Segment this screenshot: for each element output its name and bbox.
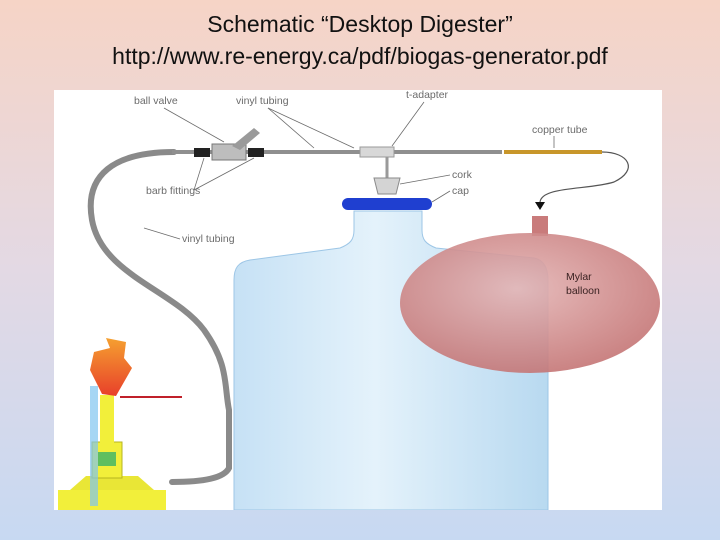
leader-lines — [143, 101, 555, 240]
vinyl-tubing-side — [87, 149, 232, 485]
title-line: Schematic “Desktop Digester” — [207, 11, 513, 37]
burner-tube — [100, 395, 114, 443]
source-url: http://www.re-energy.ca/pdf/biogas-gener… — [112, 43, 608, 69]
t-adapter — [359, 146, 395, 158]
arrow-down-icon — [535, 202, 545, 210]
balloon-feed-line — [539, 151, 629, 203]
burner-base — [58, 490, 166, 510]
mylar-balloon — [400, 233, 660, 373]
cork — [373, 177, 401, 195]
balloon-neck — [532, 216, 548, 236]
label-balloon-line1: Mylar — [566, 271, 592, 283]
label-copper-tube: copper tube — [532, 124, 588, 136]
barb-fitting-left — [194, 148, 210, 157]
label-vinyl-tubing-side: vinyl tubing — [182, 233, 235, 245]
label-t-adapter: t-adapter — [406, 90, 449, 101]
burner-vent — [98, 452, 116, 466]
diagram-canvas: ball valve vinyl tubing t-adapter copper… — [58, 90, 660, 510]
barb-fitting-right — [248, 148, 264, 157]
digester-diagram: ball valve vinyl tubing t-adapter copper… — [54, 90, 662, 510]
burner-shade-blue — [90, 386, 98, 506]
label-balloon-line2: balloon — [566, 285, 600, 297]
label-cap: cap — [452, 185, 469, 197]
slide-title: Schematic “Desktop Digester” http://www.… — [0, 8, 720, 72]
flame-icon — [90, 338, 132, 396]
bottle-cap — [342, 198, 432, 210]
label-barb-fittings: barb fittings — [146, 185, 200, 197]
label-cork: cork — [452, 169, 473, 181]
label-vinyl-tubing-top: vinyl tubing — [236, 95, 289, 107]
ball-valve-handle — [232, 128, 260, 150]
label-ball-valve: ball valve — [134, 95, 178, 107]
